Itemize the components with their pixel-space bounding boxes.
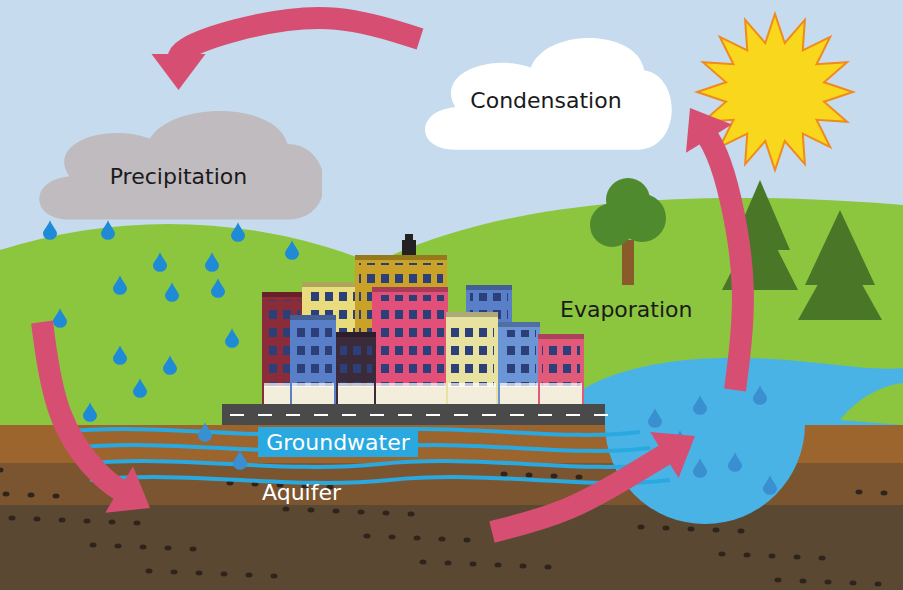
aquifer-layer [0, 505, 903, 590]
stage-name: Precipitation [110, 164, 248, 189]
layer-label: Aquifer [262, 480, 341, 505]
hill [320, 198, 903, 425]
process-label: Evaporation [560, 297, 693, 322]
oak-tree [590, 178, 666, 285]
stage-name: Condensation [470, 88, 621, 113]
cloud-outline [35, 90, 322, 225]
cycle-arrows [42, 108, 743, 532]
bank [840, 383, 903, 425]
rain-drops [43, 220, 777, 495]
street-dashes [230, 414, 608, 416]
street [222, 404, 605, 426]
water-band: Groundwater [258, 427, 418, 457]
lake [550, 358, 903, 425]
cycle-arrow [152, 18, 421, 90]
cloud: Condensation [420, 22, 672, 164]
city-buildings [262, 234, 584, 405]
stage-name: Groundwater [266, 430, 410, 455]
cloud: Precipitation [35, 90, 322, 225]
